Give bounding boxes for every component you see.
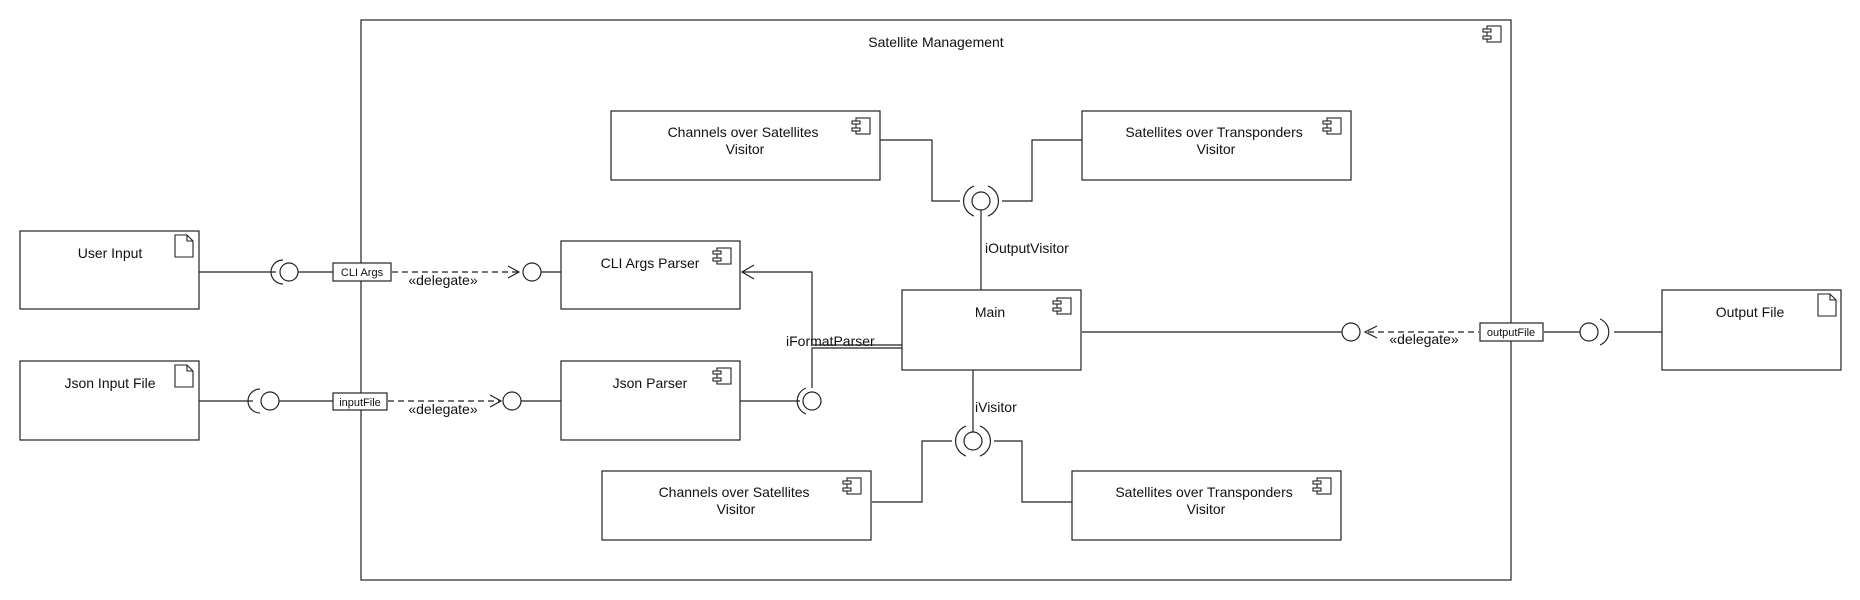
artifact-user-input: User Input [19,230,200,310]
input-file-port-label: inputFile [339,397,381,409]
port-input-file[interactable]: inputFile [332,392,388,411]
visitor-socket-right [979,425,992,457]
satellites-bottom-label: Satellites over Transponders Visitor [1115,484,1296,517]
output-delegate-label: «delegate» [1389,331,1459,347]
satellites-top-link [1002,139,1082,202]
output-visitor-interface-label: iOutputVisitor [985,240,1069,256]
output-file-socket [1599,318,1610,346]
channels-top-link [880,139,960,202]
output-file-lollipop [1579,322,1599,342]
artifact-output-file: Output File [1661,289,1842,371]
format-parser-lollipop [802,391,822,411]
output-visitor-socket-right [987,185,1000,217]
component-cli-args-parser[interactable]: CLI Args Parser [560,240,741,310]
component-channels-top[interactable]: Channels over Satellites Visitor [610,110,881,181]
cli-parser-lollipop [522,262,542,282]
output-visitor-socket-left [962,185,975,217]
visitor-interface-label: iVisitor [975,399,1017,415]
component-satellites-bottom[interactable]: Satellites over Transponders Visitor [1071,470,1342,541]
satellites-top-label: Satellites over Transponders Visitor [1125,124,1306,157]
user-input-socket [270,259,284,285]
input-delegate-label: «delegate» [408,401,478,417]
channels-top-label: Channels over Satellites Visitor [668,124,823,157]
document-icon [174,364,194,388]
component-json-parser[interactable]: Json Parser [560,360,741,441]
cli-args-parser-label: CLI Args Parser [601,255,700,271]
channels-bottom-label: Channels over Satellites Visitor [659,484,814,517]
channels-bottom-link [872,440,952,503]
cli-delegate-label: «delegate» [408,272,478,288]
subsystem-title: Satellite Management [868,34,1004,50]
artifact-json-input-file: Json Input File [19,360,200,441]
visitor-lollipop [963,431,983,451]
format-parser-socket [796,387,807,415]
main-format-parser-link [811,347,902,388]
port-output-file[interactable]: outputFile [1479,322,1544,342]
main-to-cli-parser-dependency [742,271,902,346]
output-file-port-label: outputFile [1487,327,1535,339]
json-parser-lollipop [502,391,522,411]
cli-args-port-label: CLI Args [341,267,384,279]
json-parser-label: Json Parser [613,375,688,391]
user-input-label: User Input [78,245,143,261]
document-icon [1817,293,1837,317]
component-channels-bottom[interactable]: Channels over Satellites Visitor [601,470,872,541]
input-file-lollipop [260,391,280,411]
satellites-bottom-link [994,440,1072,503]
json-input-socket [247,388,261,414]
format-parser-interface-label: iFormatParser [786,333,875,349]
port-cli-args[interactable]: CLI Args [332,262,392,282]
json-input-file-label: Json Input File [64,375,155,391]
document-icon [174,234,194,258]
component-main[interactable]: Main [901,289,1082,371]
main-label: Main [975,304,1005,320]
output-file-label: Output File [1716,304,1785,320]
component-satellites-top[interactable]: Satellites over Transponders Visitor [1081,110,1352,181]
output-visitor-lollipop [971,191,991,211]
main-output-lollipop [1341,322,1361,342]
connectors [199,139,1662,503]
visitor-socket-left [954,425,967,457]
cli-args-lollipop [279,262,299,282]
